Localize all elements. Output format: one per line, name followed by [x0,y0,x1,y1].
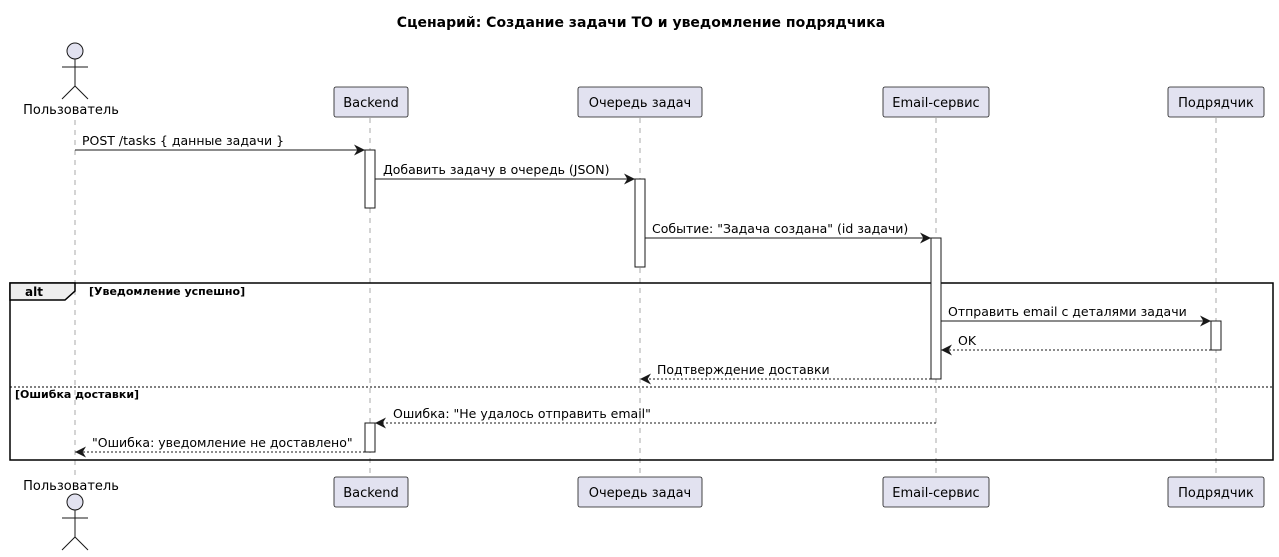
actor-label: Пользователь [23,479,119,494]
activation-contractor-1 [1210,320,1222,351]
lifelines [74,118,1217,478]
actor-head [66,42,84,60]
message-label: Подтверждение доставки [657,362,830,377]
message-label: Ошибка: "Не удалось отправить email" [393,406,651,421]
participant-box [1167,476,1265,508]
actor-legs [61,85,89,100]
alt-condition: [Уведомление успешно] [89,285,245,298]
alt-keyword: alt [25,285,43,299]
participants-top: Пользователь Backend Очередь задач Email… [23,42,1265,118]
message-label: Отправить email с деталями задачи [948,304,1187,319]
participant-label: Подрядчик [1178,96,1254,111]
participant-contractor-top: Подрядчик [1167,86,1265,118]
participant-box [882,86,990,118]
participant-label: Backend [343,486,399,501]
participant-box [333,476,409,508]
activation-queue-1 [634,178,646,268]
participant-label: Очередь задач [589,486,691,501]
messages: POST /tasks { данные задачи } Добавить з… [75,133,1211,458]
participant-box [577,86,703,118]
participant-backend-top: Backend [333,86,409,118]
participant-contractor-bottom: Подрядчик [1167,476,1265,508]
actor-user-bottom: Пользователь [23,479,119,551]
message-label: OK [958,333,977,348]
participant-label: Email-сервис [892,486,979,501]
activation-email-1 [930,237,942,380]
diagram-title: Сценарий: Создание задачи ТО и уведомлен… [397,15,885,31]
participant-label: Очередь задач [589,96,691,111]
participant-label: Backend [343,96,399,111]
activation-backend-2 [364,422,376,453]
actor-user-top: Пользователь [23,42,119,118]
participant-box [882,476,990,508]
message-label: Добавить задачу в очередь (JSON) [383,162,610,177]
alt-frame [9,282,1274,461]
participant-queue-bottom: Очередь задач [577,476,703,508]
participants-bottom: Пользователь Backend Очередь задач Email… [23,476,1265,551]
participant-box [577,476,703,508]
alt-tab [9,282,76,301]
message-label: "Ошибка: уведомление не доставлено" [92,435,353,450]
actor-head [66,493,84,511]
participant-box [1167,86,1265,118]
message-label: Событие: "Задача создана" (id задачи) [652,221,908,236]
actor-label: Пользователь [23,103,119,118]
participant-email-top: Email-сервис [882,86,990,118]
participant-label: Email-сервис [892,96,979,111]
actor-legs [61,536,89,551]
activation-backend-1 [364,149,376,209]
activations [364,149,1222,453]
message-label: POST /tasks { данные задачи } [82,133,284,148]
participant-label: Подрядчик [1178,486,1254,501]
participant-backend-bottom: Backend [333,476,409,508]
alt-fragment: alt [Уведомление успешно] [Ошибка достав… [9,282,1274,461]
participant-queue-top: Очередь задач [577,86,703,118]
participant-box [333,86,409,118]
participant-email-bottom: Email-сервис [882,476,990,508]
else-condition: [Ошибка доставки] [15,388,139,401]
